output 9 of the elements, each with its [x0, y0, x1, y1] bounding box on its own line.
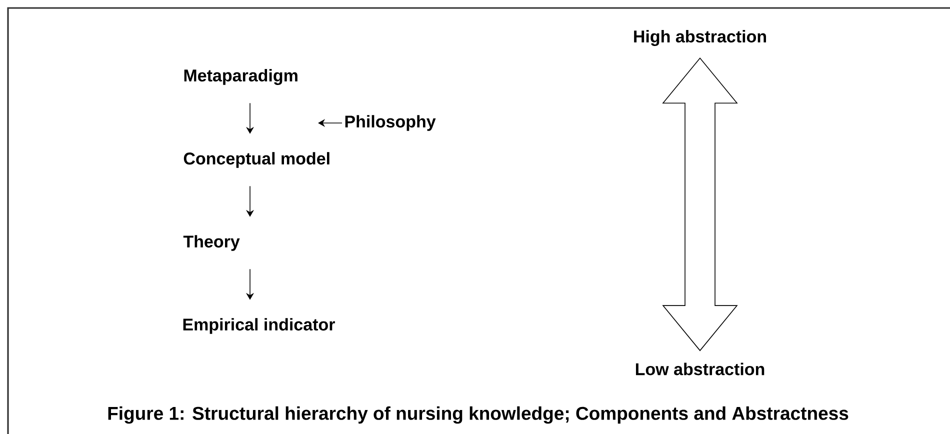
node-label: Low abstraction	[636, 362, 764, 376]
node-label: Theory	[183, 235, 240, 251]
double-arrow	[662, 58, 738, 352]
caption: Figure 1: Structural hierarchy of nursing knowledge; Components and Abstractness	[108, 406, 848, 424]
node-label: Empirical indicator	[183, 318, 335, 334]
node-label: High abstraction	[634, 30, 766, 46]
node-label: Metaparadigm	[184, 69, 298, 85]
node-label: Philosophy	[345, 115, 436, 131]
node-label: Conceptual model	[184, 152, 330, 168]
